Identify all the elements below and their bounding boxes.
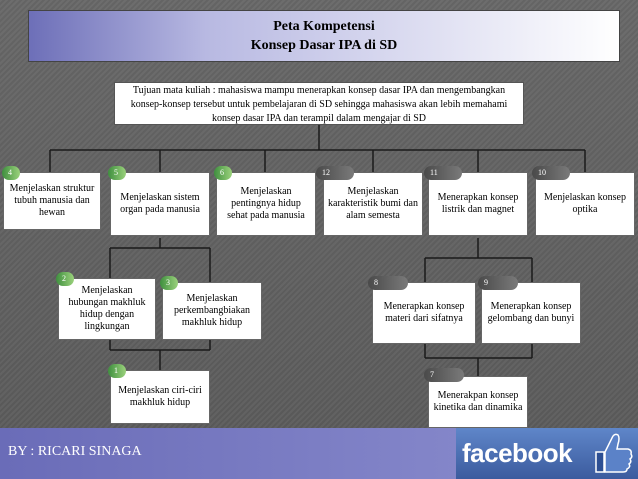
competency-node-11: Menerapkan konsep listrik dan magnet: [428, 172, 528, 236]
course-goal-box: Tujuan mata kuliah : mahasiswa mampu men…: [114, 82, 524, 125]
title-line-1: Peta Kompetensi: [273, 19, 375, 34]
facebook-logo[interactable]: facebook: [456, 428, 638, 479]
competency-badge-9: 9: [478, 276, 518, 290]
competency-badge-6: 6: [214, 166, 232, 180]
title-line-2: Konsep Dasar IPA di SD: [250, 38, 398, 53]
title-box: Peta Kompetensi Konsep Dasar IPA di SD: [28, 10, 620, 62]
competency-node-12: Menjelaskan karakteristik bumi dan alam …: [323, 172, 423, 236]
competency-node-2: Menjelaskan hubungan makhluk hidup denga…: [58, 278, 156, 340]
competency-node-3: Menjelaskan perkembangbiakan makhluk hid…: [162, 282, 262, 340]
competency-node-8: Menerapkan konsep materi dari sifatnya: [372, 282, 476, 344]
competency-badge-3: 3: [160, 276, 178, 290]
thumbs-up-icon: [595, 433, 633, 473]
competency-badge-7: 7: [424, 368, 464, 382]
competency-badge-12: 12: [316, 166, 354, 180]
competency-node-7: Menerakpan konsep kinetika dan dinamika: [428, 376, 528, 428]
goal-line-3: konsep dasar IPA dan terampil dalam meng…: [211, 113, 427, 124]
goal-line-1: Tujuan mata kuliah : mahasiswa mampu men…: [132, 85, 506, 96]
competency-badge-2: 2: [56, 272, 74, 286]
competency-node-4: Menjelaskan struktur tubuh manusia dan h…: [3, 172, 101, 230]
facebook-wordmark: facebook: [462, 438, 573, 468]
competency-node-1: Menjelaskan ciri-ciri makhluk hidup: [110, 370, 210, 424]
competency-badge-8: 8: [368, 276, 408, 290]
competency-badge-5: 5: [108, 166, 126, 180]
competency-badge-10: 10: [532, 166, 570, 180]
competency-node-9: Menerapkan konsep gelombang dan bunyi: [481, 282, 581, 344]
competency-badge-1: 1: [108, 364, 126, 378]
competency-node-5: Menjelaskan sistem organ pada manusia: [110, 172, 210, 236]
author-credit: BY : RICARI SINAGA: [8, 444, 142, 459]
competency-badge-4: 4: [2, 166, 20, 180]
goal-line-2: konsep-konsep tersebut untuk pembelajara…: [130, 99, 508, 110]
competency-badge-11: 11: [424, 166, 462, 180]
competency-node-10: Menjelaskan konsep optika: [535, 172, 635, 236]
competency-node-6: Menjelaskan pentingnya hidup sehat pada …: [216, 172, 316, 236]
